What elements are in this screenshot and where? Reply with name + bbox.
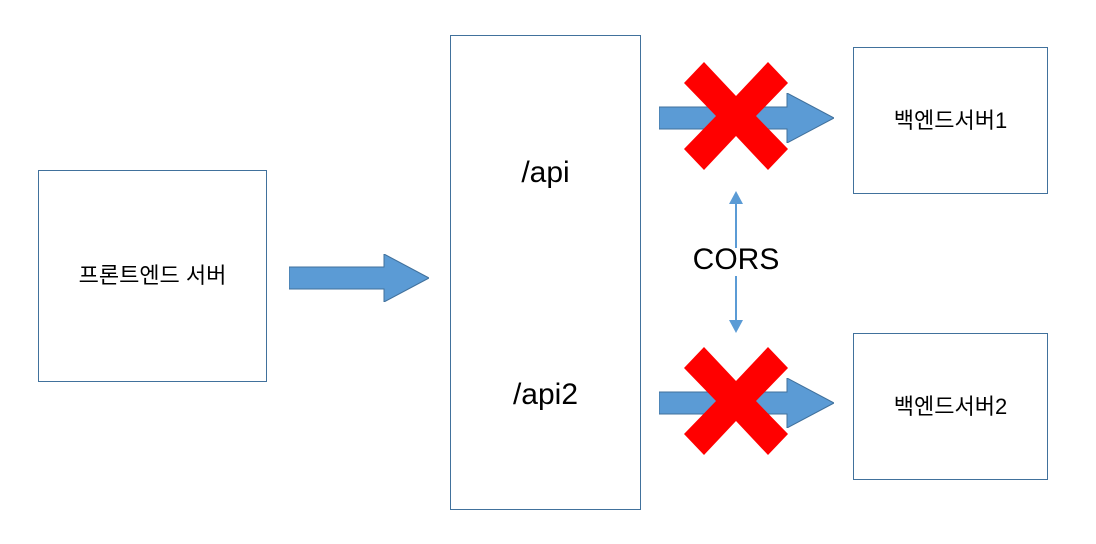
blocked-connection-x-icon-bottom: [684, 347, 788, 455]
blocked-connection-x-icon-top: [684, 62, 788, 170]
gateway-proxy-node[interactable]: /api /api2: [450, 35, 641, 510]
backend-server-2-label: 백엔드서버2: [893, 393, 1008, 419]
arrow-frontend-to-gateway-icon: [289, 254, 429, 302]
cors-arrow-down-icon: [729, 276, 743, 333]
backend-server-2-node[interactable]: 백엔드서버2: [853, 333, 1048, 480]
backend-server-1-node[interactable]: 백엔드서버1: [853, 47, 1048, 194]
cors-annotation-label: CORS: [692, 243, 780, 276]
route-label-api: /api: [521, 156, 570, 189]
frontend-server-node[interactable]: 프론트엔드 서버: [38, 170, 267, 382]
frontend-server-label: 프론트엔드 서버: [78, 263, 227, 289]
route-label-api2: /api2: [512, 378, 579, 411]
backend-server-1-label: 백엔드서버1: [893, 107, 1008, 133]
cors-arrow-up-icon: [729, 191, 743, 248]
